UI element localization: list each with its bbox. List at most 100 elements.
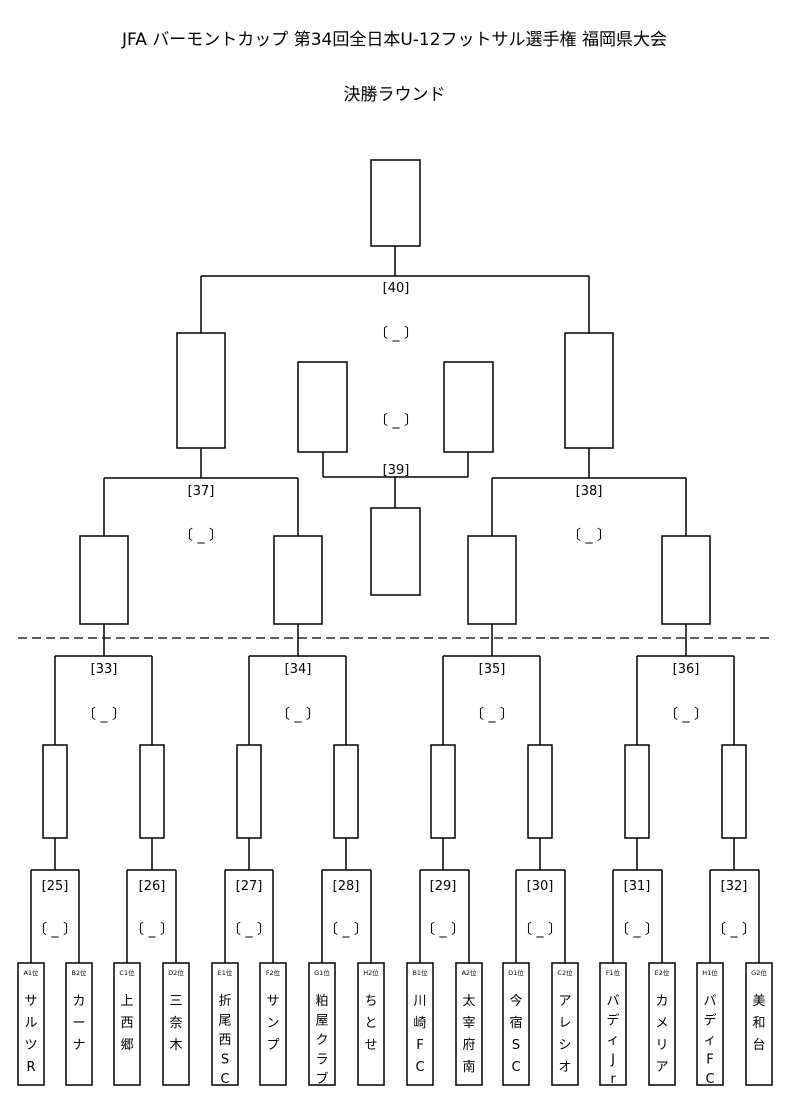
team-name-char: ツ [24, 1038, 37, 1053]
team-seed: D1位 [508, 968, 524, 977]
winner-box [624, 744, 650, 839]
team-name-char: 台 [752, 1038, 765, 1053]
round-title: 決勝ラウンド [343, 85, 446, 105]
team-name-char: 三 [169, 994, 182, 1009]
team-name-char: 尾 [218, 1014, 231, 1029]
score-placeholder: 〔 _ 〕 [374, 413, 418, 429]
team-seed: A2位 [461, 968, 477, 977]
match-number: [39] [383, 463, 410, 478]
team-name-char: 崎 [413, 1016, 426, 1031]
team-name-char: せ [364, 1038, 377, 1053]
winner-box [430, 744, 456, 839]
third-place-box [443, 361, 494, 453]
winner-box [527, 744, 553, 839]
team-name-char: 屋 [315, 1014, 328, 1029]
team-name-char: 西 [218, 1033, 231, 1048]
team-name-char: 粕 [315, 994, 328, 1009]
match-number: [33] [91, 662, 118, 677]
winner-box [661, 535, 711, 625]
team-name-char: ィ [606, 1033, 619, 1048]
match-number: [28] [333, 879, 360, 894]
finalist-box [176, 332, 226, 449]
match-number: [27] [236, 879, 263, 894]
team-seed: E2位 [655, 968, 670, 977]
team-name-char: ア [655, 1060, 668, 1075]
team-name-char: ブ [315, 1071, 328, 1087]
team-name-char: 宰 [462, 1015, 475, 1031]
match-number: [32] [721, 879, 748, 894]
team-name-char: カ [72, 994, 85, 1009]
team-name-char: J [610, 1053, 615, 1068]
team-name-char: 美 [752, 994, 765, 1009]
team-name-char: C [705, 1072, 714, 1087]
team-name-char: バ [703, 994, 716, 1009]
team-name-char: C [415, 1060, 424, 1075]
team-name-char: 奈 [169, 1016, 182, 1031]
score-placeholder: 〔 _ 〕 [567, 528, 611, 544]
score-placeholder: 〔 _ 〕 [374, 326, 418, 342]
match-number: [35] [479, 662, 506, 677]
team-name-char: S [221, 1053, 229, 1068]
third-place-box [297, 361, 348, 453]
team-seed: H2位 [363, 968, 379, 977]
team-seed: H1位 [702, 968, 718, 977]
team-name-char: レ [558, 1016, 571, 1031]
score-placeholder: 〔 _ 〕 [664, 707, 708, 723]
winner-box [79, 535, 129, 625]
team-name-char: ア [558, 994, 571, 1009]
team-name-char: バ [606, 994, 619, 1009]
finalist-box [564, 332, 614, 449]
score-placeholder: 〔 _ 〕 [276, 707, 320, 723]
team-seed: F2位 [266, 968, 281, 977]
team-name-char: C [220, 1072, 229, 1087]
match-number: [40] [383, 281, 410, 296]
match-number: [30] [527, 879, 554, 894]
match-number: [31] [624, 879, 651, 894]
match-number: [29] [430, 879, 457, 894]
score-placeholder: 〔 _ 〕 [179, 528, 223, 544]
team-name-char: F [416, 1038, 423, 1053]
team-name-char: デ [703, 1013, 716, 1029]
team-seed: G1位 [314, 968, 330, 977]
score-placeholder: 〔 _ 〕 [615, 922, 659, 938]
team-name-char: サ [266, 994, 279, 1009]
team-name-char: リ [655, 1038, 668, 1053]
match-number: [34] [285, 662, 312, 677]
score-placeholder: 〔 _ 〕 [324, 922, 368, 938]
team-name-char: R [26, 1060, 35, 1075]
team-name-char: 和 [752, 1016, 765, 1031]
team-name-char: C [511, 1060, 520, 1075]
team-name-char: ィ [703, 1033, 716, 1048]
winner-box [721, 744, 747, 839]
team-name-char: S [512, 1038, 520, 1053]
team-seed: E1位 [218, 968, 233, 977]
team-name-char: ー [72, 1016, 85, 1031]
score-placeholder: 〔 _ 〕 [33, 922, 77, 938]
match-number: [25] [42, 879, 69, 894]
tournament-title: JFA バーモントカップ 第34回全日本U-12フットサル選手権 福岡県大会 [122, 30, 667, 50]
third-place-winner-box [370, 507, 421, 596]
team-name-char: ち [364, 994, 377, 1009]
score-placeholder: 〔 _ 〕 [470, 707, 514, 723]
team-name-char: 折 [218, 994, 231, 1009]
team-seed: A1位 [23, 968, 39, 977]
score-placeholder: 〔 _ 〕 [227, 922, 271, 938]
team-name-char: 府 [462, 1038, 475, 1053]
score-placeholder: 〔 _ 〕 [421, 922, 465, 938]
winner-box [273, 535, 323, 625]
team-name-char: メ [655, 1016, 668, 1031]
team-name-char: ル [24, 1016, 37, 1031]
team-seed: F1位 [606, 968, 621, 977]
team-name-char: ン [266, 1016, 279, 1031]
match-number: [38] [576, 484, 603, 499]
team-name-char: デ [606, 1013, 619, 1029]
winner-box [467, 535, 517, 625]
team-name-char: 上 [120, 994, 133, 1009]
team-name-char: 木 [169, 1038, 182, 1053]
team-name-char: シ [558, 1038, 571, 1053]
match-number: [37] [188, 484, 215, 499]
team-name-char: 宿 [509, 1015, 522, 1031]
team-name-char: 南 [462, 1059, 475, 1075]
team-name-char: 今 [509, 993, 522, 1009]
